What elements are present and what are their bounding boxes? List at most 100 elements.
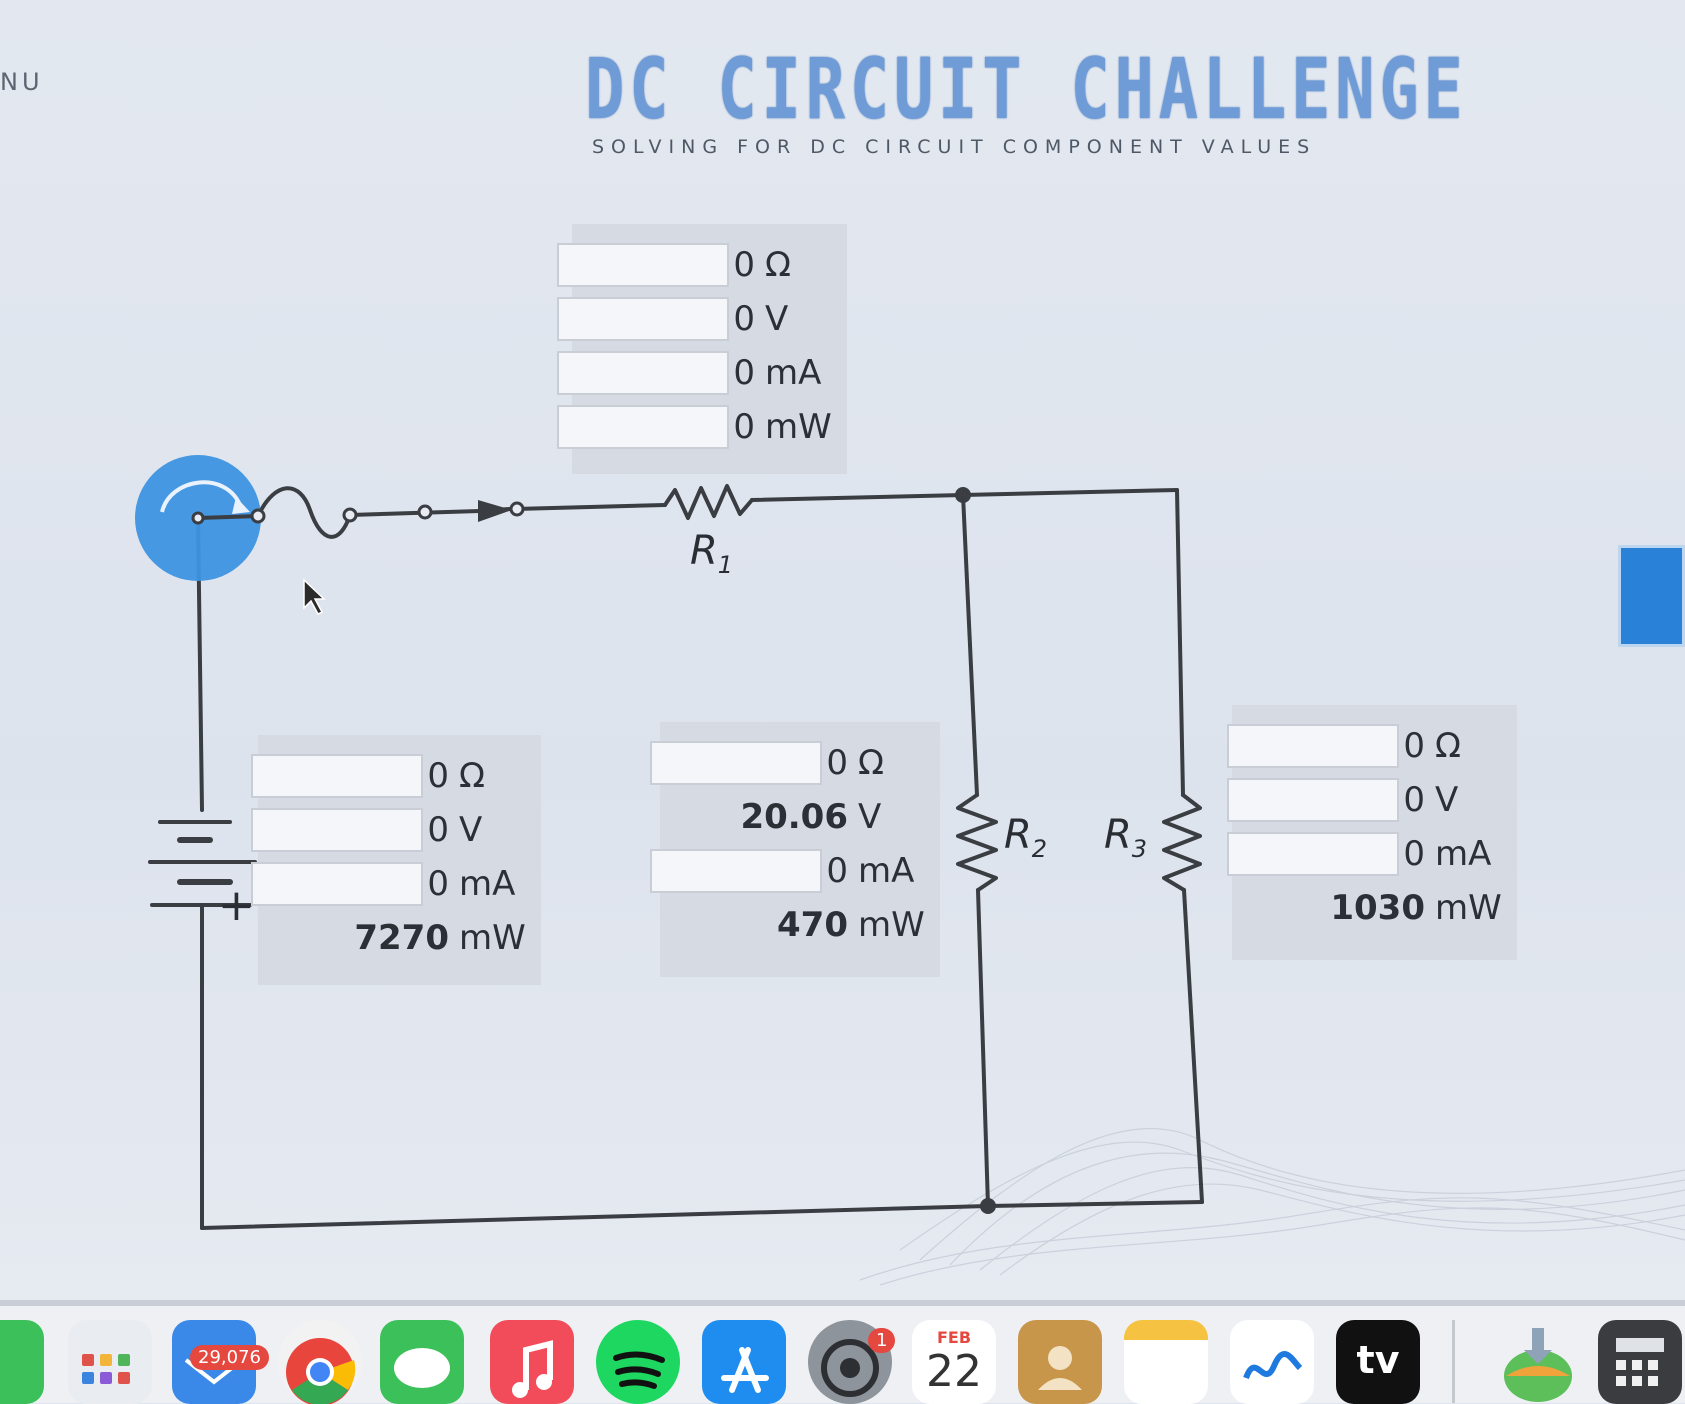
page-subtitle: SOLVING FOR DC CIRCUIT COMPONENT VALUES — [592, 136, 1317, 158]
mouse-cursor-icon — [303, 578, 326, 615]
terminal-diode-in — [417, 504, 433, 520]
music-icon[interactable] — [490, 1320, 574, 1404]
label-r2: R2 — [1004, 812, 1048, 863]
menu-label[interactable]: NU — [0, 68, 44, 96]
panel-r1: 0 Ω 0 V 0 mA 0 mW — [557, 224, 847, 474]
r1-power-unit: mW — [765, 407, 832, 447]
diode-triangle — [478, 500, 512, 522]
source-power-unit: mW — [459, 918, 526, 958]
label-r3: R3 — [1104, 812, 1148, 863]
source-resistance-unit: Ω — [459, 756, 485, 796]
messages-green-icon[interactable] — [380, 1320, 464, 1404]
r1-voltage-unit: V — [765, 299, 789, 339]
r3-voltage-value: 0 — [1403, 780, 1425, 820]
wire-top-2 — [513, 503, 667, 511]
launchpad-icon[interactable] — [68, 1320, 152, 1404]
wire-r2-bottom — [976, 888, 990, 1208]
mail-badge: 29,076 — [190, 1345, 269, 1370]
r3-current-input[interactable] — [1227, 832, 1400, 876]
source-resistance-input[interactable] — [251, 754, 424, 798]
r1-resistance-input[interactable] — [557, 243, 730, 287]
apple-tv-label: tv — [1356, 1338, 1400, 1382]
source-voltage-value: 0 — [427, 810, 449, 850]
calendar-day: 22 — [926, 1346, 982, 1397]
source-voltage-unit: V — [459, 810, 483, 850]
source-current-value: 0 — [427, 864, 449, 904]
junction-bottom — [980, 1198, 996, 1214]
r1-power-value: 0 — [733, 407, 755, 447]
panel-r3: 0 Ω 0 V 0 mA 1030 mW — [1227, 705, 1517, 960]
r1-current-value: 0 — [733, 353, 755, 393]
calculator-icon[interactable] — [1598, 1320, 1682, 1404]
side-action-button[interactable] — [1618, 545, 1685, 647]
settings-badge: 1 — [868, 1328, 896, 1353]
r3-current-row: 0 mA — [1227, 827, 1505, 881]
installer-icon[interactable] — [1496, 1320, 1580, 1404]
source-current-unit: mA — [459, 864, 516, 904]
r3-resistance-row: 0 Ω — [1227, 719, 1505, 773]
contacts-icon[interactable] — [1018, 1320, 1102, 1404]
panel-source: 0 Ω 0 V 0 mA 7270 mW — [251, 735, 541, 985]
dock-divider — [1452, 1320, 1455, 1403]
r1-voltage-input[interactable] — [557, 297, 730, 341]
r2-current-unit: mA — [858, 851, 915, 891]
r2-voltage-row: 20.06 V — [672, 790, 928, 844]
source-current-input[interactable] — [251, 862, 424, 906]
circuit-diagram — [135, 455, 1204, 1230]
r3-current-unit: mA — [1435, 834, 1492, 874]
source-resistance-row: 0 Ω — [251, 749, 529, 803]
source-resistance-value: 0 — [427, 756, 449, 796]
r3-power-value: 1030 — [1330, 888, 1425, 928]
wire-bottom — [200, 1200, 1204, 1230]
wire-r3-top — [1175, 488, 1185, 797]
spotify-icon[interactable] — [596, 1320, 680, 1404]
source-current-row: 0 mA — [251, 857, 529, 911]
calendar-icon[interactable]: FEB 22 — [912, 1320, 996, 1404]
r2-power-value: 470 — [777, 905, 848, 945]
r1-voltage-row: 0 V — [557, 292, 835, 346]
wire-top-1 — [348, 509, 482, 517]
r2-voltage-unit: V — [858, 797, 882, 837]
r3-voltage-unit: V — [1435, 780, 1459, 820]
r1-current-unit: mA — [765, 353, 822, 393]
r2-current-input[interactable] — [650, 849, 823, 893]
freeform-icon[interactable] — [1230, 1320, 1314, 1404]
terminal-switch-right — [250, 508, 266, 524]
r2-voltage-value: 20.06 — [740, 797, 848, 837]
r1-resistance-row: 0 Ω — [557, 238, 835, 292]
apple-tv-icon[interactable]: tv — [1336, 1320, 1420, 1404]
r3-voltage-row: 0 V — [1227, 773, 1505, 827]
wire-r2-top — [961, 493, 979, 797]
notes-icon[interactable] — [1124, 1320, 1208, 1404]
source-voltage-input[interactable] — [251, 808, 424, 852]
r2-resistance-row: 0 Ω — [650, 736, 928, 790]
r1-resistance-value: 0 — [733, 245, 755, 285]
r3-resistance-value: 0 — [1403, 726, 1425, 766]
battery-plus-label: + — [218, 880, 255, 931]
r2-current-row: 0 mA — [650, 844, 928, 898]
r1-voltage-value: 0 — [733, 299, 755, 339]
r1-current-row: 0 mA — [557, 346, 835, 400]
r1-resistance-unit: Ω — [765, 245, 791, 285]
r3-resistance-input[interactable] — [1227, 724, 1400, 768]
r3-voltage-input[interactable] — [1227, 778, 1400, 822]
r2-resistance-unit: Ω — [858, 743, 884, 783]
source-voltage-row: 0 V — [251, 803, 529, 857]
junction-top — [955, 487, 971, 503]
r1-power-input[interactable] — [557, 405, 730, 449]
r3-resistance-unit: Ω — [1435, 726, 1461, 766]
r2-power-row: 470 mW — [672, 898, 928, 952]
page-title: DC CIRCUIT CHALLENGE — [585, 40, 1468, 138]
r1-current-input[interactable] — [557, 351, 730, 395]
r3-power-row: 1030 mW — [1244, 881, 1505, 935]
r2-current-value: 0 — [826, 851, 848, 891]
app-store-icon[interactable] — [702, 1320, 786, 1404]
resistor-r2-symbol — [956, 793, 998, 892]
terminal-switch-left — [191, 511, 205, 525]
chrome-icon[interactable] — [278, 1320, 362, 1404]
r2-resistance-input[interactable] — [650, 741, 823, 785]
calendar-month: FEB — [936, 1328, 972, 1347]
resistor-r3-symbol — [1162, 793, 1202, 892]
messages-icon[interactable] — [0, 1320, 44, 1404]
label-r1: R1 — [690, 528, 734, 579]
